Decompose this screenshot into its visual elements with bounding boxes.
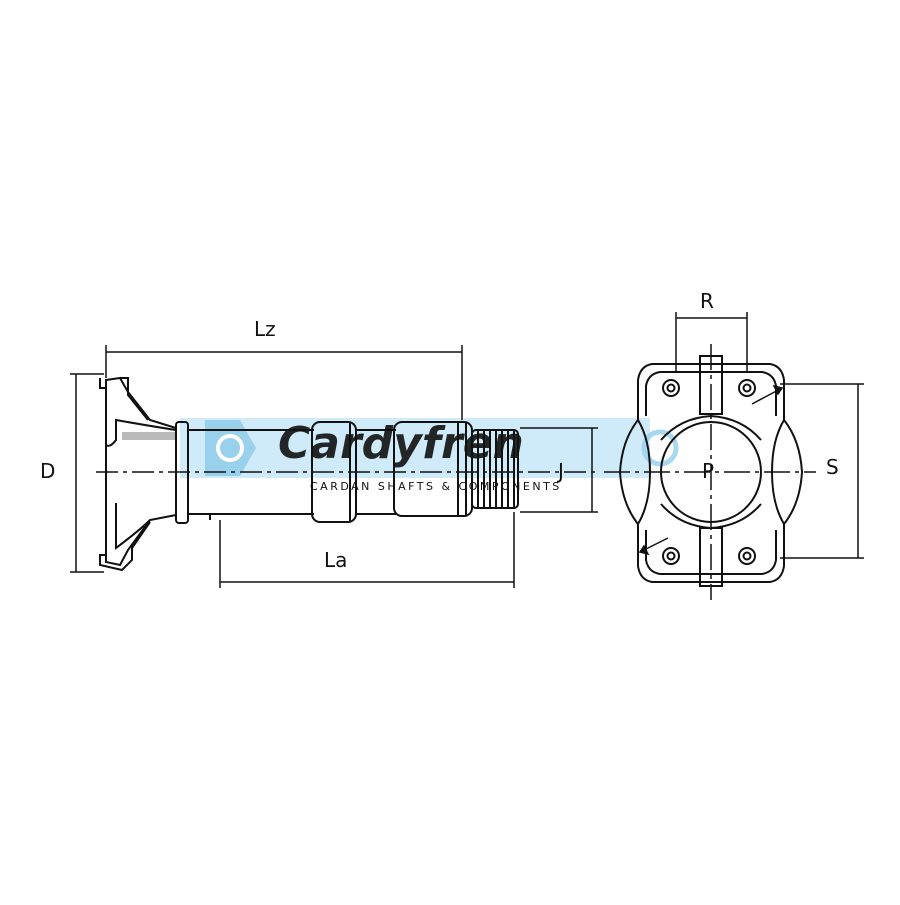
flange-yoke bbox=[99, 376, 177, 572]
dimension-j bbox=[520, 427, 598, 513]
label-p: P bbox=[702, 459, 714, 483]
dimension-lz bbox=[105, 345, 463, 420]
dimension-la bbox=[219, 512, 515, 588]
dimension-d bbox=[70, 373, 104, 573]
dimension-r bbox=[675, 312, 748, 372]
splined-end bbox=[471, 429, 519, 509]
label-j: J bbox=[556, 459, 564, 483]
watermark-end-icon bbox=[641, 429, 679, 467]
watermark-brand: Cardyfren bbox=[278, 418, 524, 469]
end-view-center-lines bbox=[604, 344, 816, 600]
label-s: S bbox=[826, 455, 839, 479]
label-r: R bbox=[700, 289, 714, 313]
watermark-logo-icon bbox=[205, 420, 256, 476]
watermark-tagline: CARDAN SHAFTS & COMPONENTS bbox=[310, 480, 562, 493]
label-lz: Lz bbox=[254, 317, 276, 341]
dimension-s bbox=[780, 383, 864, 559]
label-la: La bbox=[324, 548, 347, 572]
label-d: D bbox=[40, 459, 55, 483]
bolt-circle-arrows bbox=[638, 384, 784, 556]
bolt-holes bbox=[662, 379, 756, 565]
shaft-tube bbox=[188, 429, 314, 520]
